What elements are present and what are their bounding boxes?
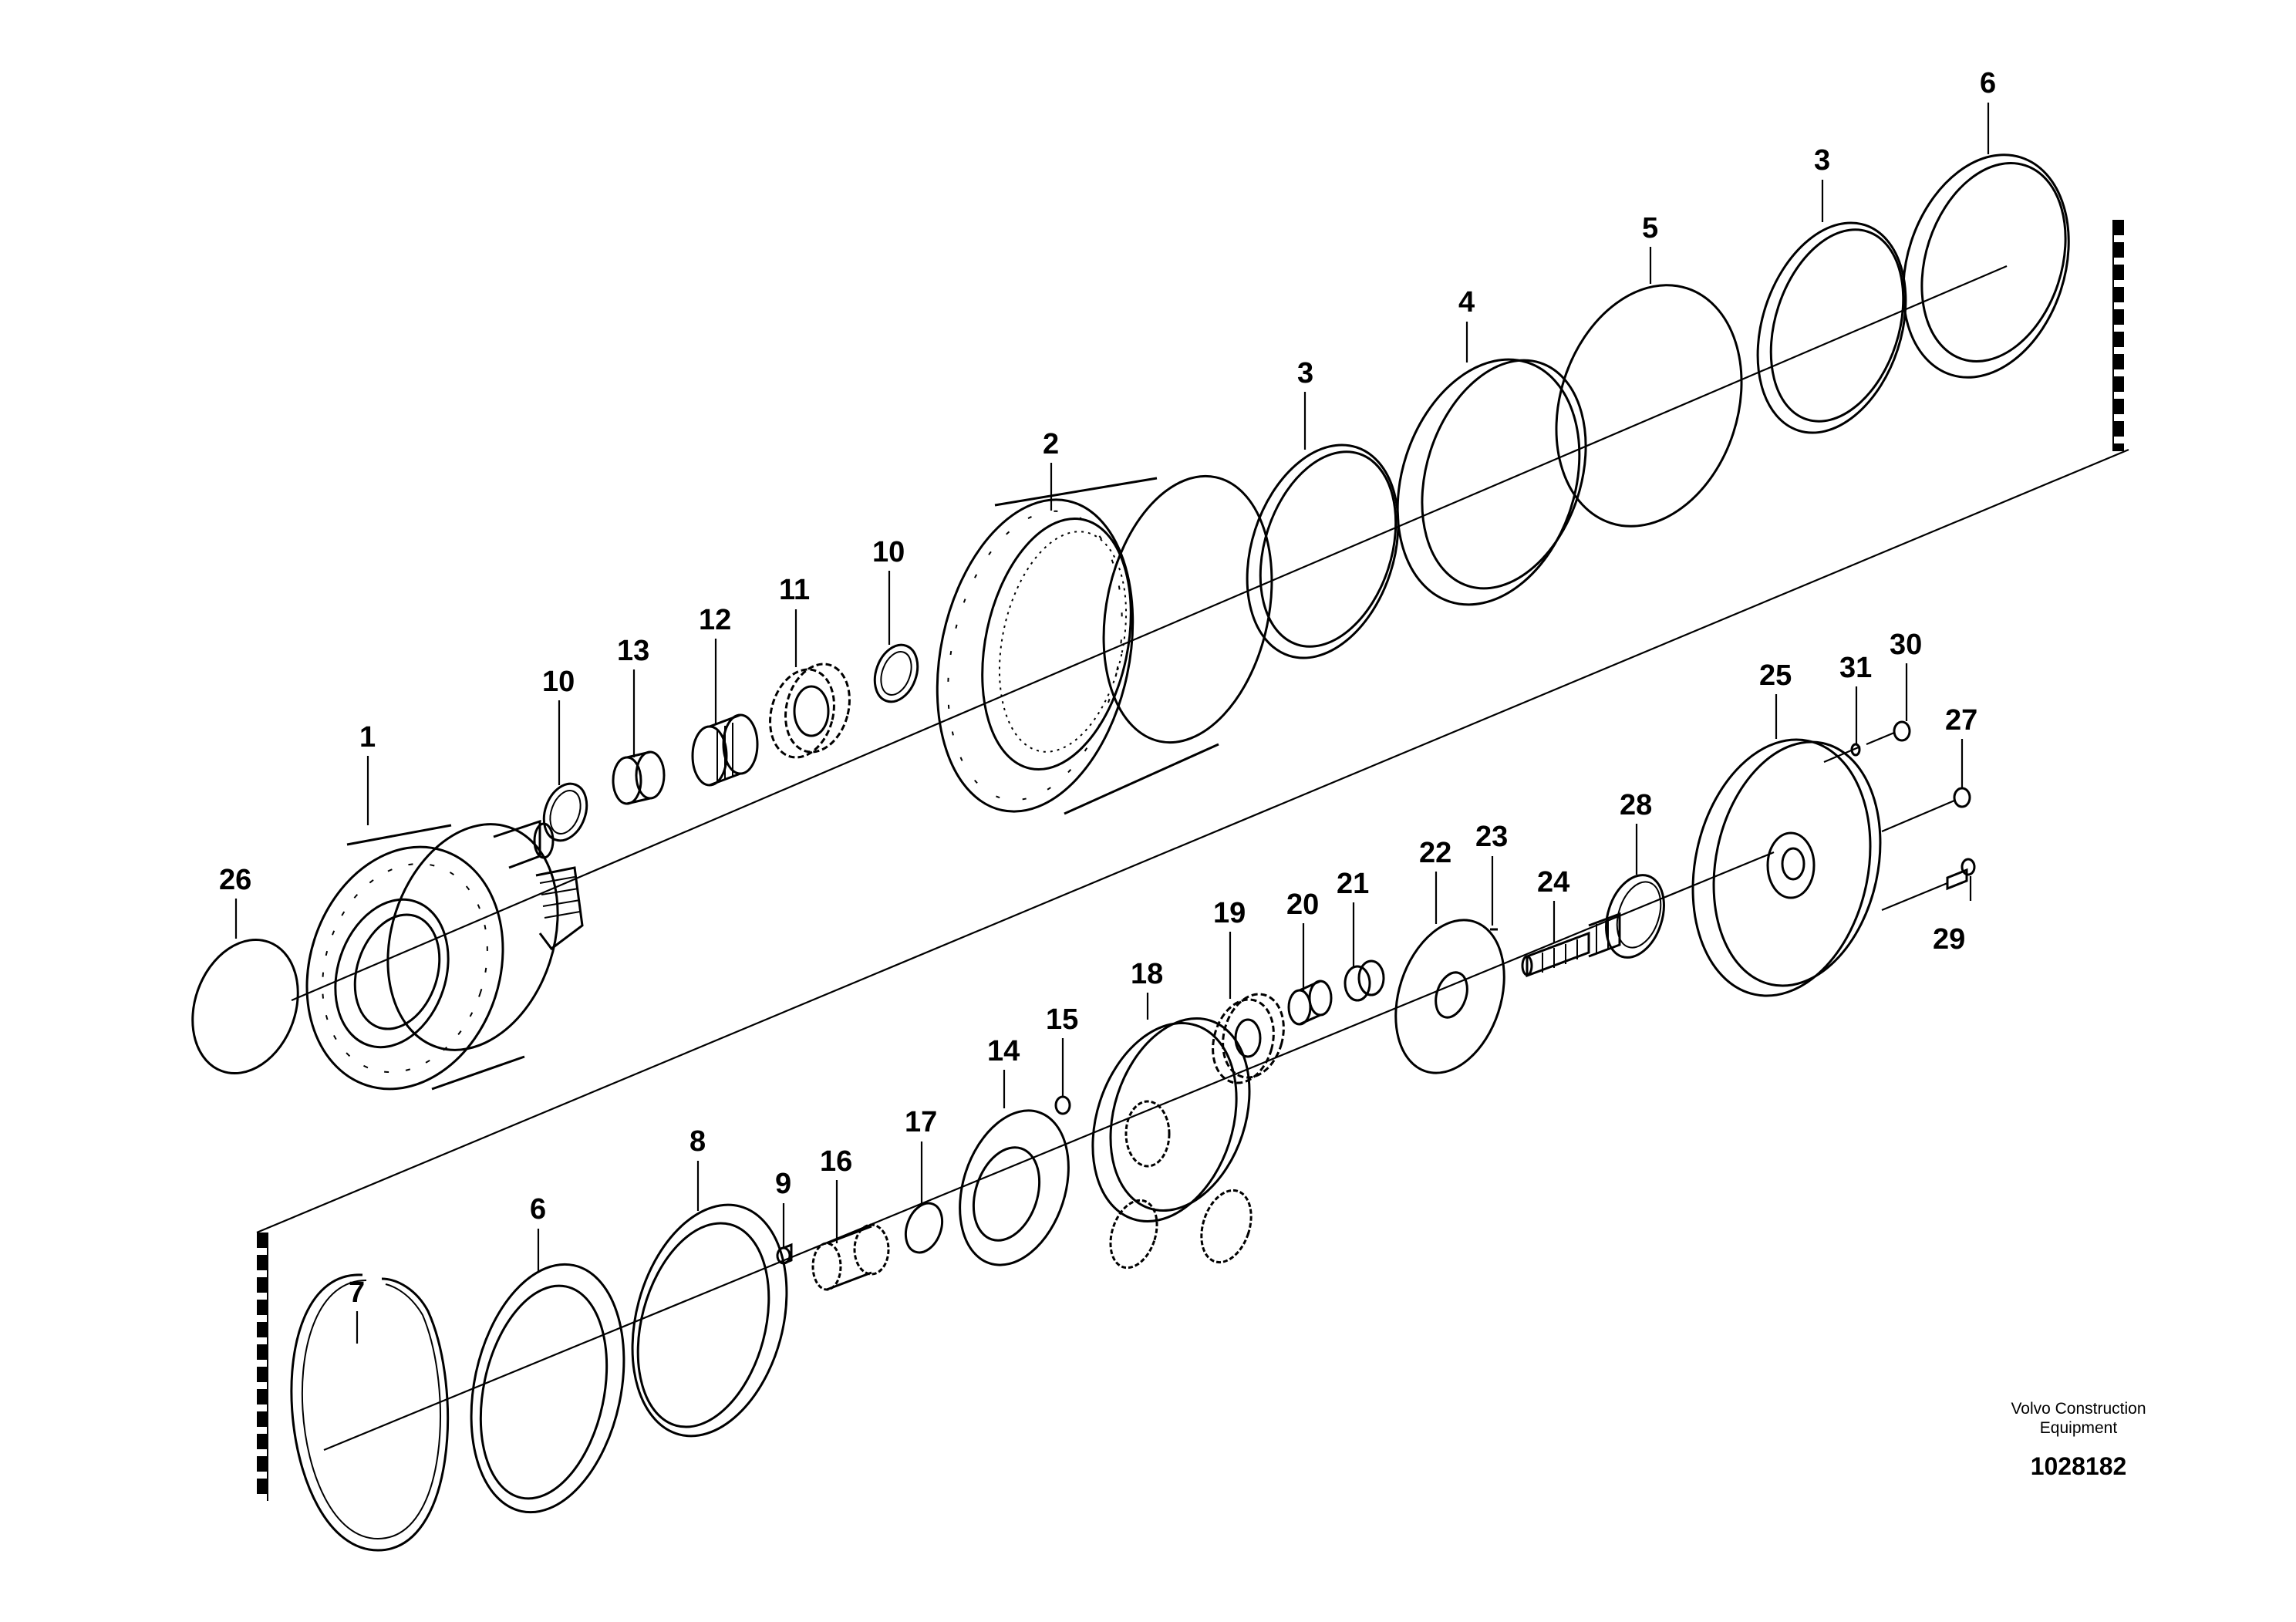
part-13-bushing xyxy=(612,750,666,805)
part-5-o-ring xyxy=(1555,284,1743,528)
callout-19: 19 xyxy=(1213,897,1246,929)
callout-8: 8 xyxy=(689,1125,706,1158)
callout-3b: 3 xyxy=(1814,144,1830,177)
part-11-planet-gear xyxy=(769,663,851,759)
callout-27: 27 xyxy=(1945,704,1977,737)
part-7-retaining-ring xyxy=(290,1273,450,1552)
part-27-plug xyxy=(1953,787,1971,808)
part-8-lock-ring xyxy=(631,1203,788,1438)
part-3-shim-a xyxy=(1246,443,1400,659)
part-12-needle-bearing xyxy=(691,713,759,787)
part-3-shim-b xyxy=(1756,221,1907,434)
brand-line-2: Equipment xyxy=(2040,1419,2118,1437)
part-20-needle-bearing xyxy=(1287,980,1333,1026)
callout-16: 16 xyxy=(820,1145,852,1178)
assembly-axes xyxy=(256,265,2129,1452)
part-24-input-shaft xyxy=(1521,912,1621,978)
brand-line-1: Volvo Construction xyxy=(2011,1400,2146,1418)
callout-23: 23 xyxy=(1475,821,1508,853)
callout-14: 14 xyxy=(987,1035,1020,1067)
callout-2: 2 xyxy=(1043,428,1059,460)
callout-21: 21 xyxy=(1337,868,1369,900)
callout-26: 26 xyxy=(219,864,251,896)
document-number: 1028182 xyxy=(2031,1452,2127,1480)
part-10-snap-ring-a xyxy=(542,782,588,842)
callout-12: 12 xyxy=(699,604,731,636)
part-10-snap-ring-b xyxy=(873,643,919,703)
part-25-cover-plate xyxy=(1691,738,1882,997)
callout-1: 1 xyxy=(359,721,376,754)
part-1-hub-housing xyxy=(305,819,584,1091)
part-28-thrust-washer xyxy=(1605,874,1665,959)
callout-29: 29 xyxy=(1933,923,1965,956)
part-18-planet-carrier xyxy=(1091,1017,1253,1270)
callout-6a: 6 xyxy=(1980,67,1996,99)
callout-24: 24 xyxy=(1537,866,1569,899)
callout-10b: 10 xyxy=(872,536,905,568)
part-30-plug xyxy=(1893,720,1911,742)
callout-30: 30 xyxy=(1890,629,1922,661)
part-16-sun-gear xyxy=(811,1223,890,1291)
part-22-thrust-washer xyxy=(1394,919,1505,1074)
break-marker-left xyxy=(257,1233,268,1501)
callout-labels: 1 2 3 3 4 5 6 6 7 8 9 10 10 11 12 13 14 … xyxy=(219,67,1996,1309)
part-26-o-ring xyxy=(191,938,299,1075)
part-14-thrust-plate xyxy=(959,1109,1070,1266)
part-6-floating-seal-a xyxy=(1902,153,2070,379)
callout-7: 7 xyxy=(349,1276,365,1309)
part-2-ring-gear-housing xyxy=(936,474,1273,815)
callout-9: 9 xyxy=(775,1168,791,1200)
callout-6b: 6 xyxy=(530,1193,546,1226)
callout-28: 28 xyxy=(1620,789,1652,821)
callout-15: 15 xyxy=(1046,1003,1078,1036)
part-29-bolt xyxy=(1946,858,1976,891)
callout-11: 11 xyxy=(779,574,810,606)
callout-25: 25 xyxy=(1759,659,1792,692)
part-21-bushing xyxy=(1344,959,1385,1002)
callout-22: 22 xyxy=(1419,837,1451,869)
part-15-bolt xyxy=(1054,1095,1071,1115)
part-6-floating-seal-b xyxy=(470,1263,625,1514)
callout-10a: 10 xyxy=(542,666,575,698)
callout-4: 4 xyxy=(1458,286,1475,319)
callout-17: 17 xyxy=(905,1106,937,1138)
title-block: Volvo Construction Equipment 1028182 xyxy=(2011,1400,2146,1480)
callout-31: 31 xyxy=(1839,652,1872,684)
callout-18: 18 xyxy=(1131,958,1163,990)
part-19-planet-gear xyxy=(1212,993,1285,1084)
break-marker-right xyxy=(2112,220,2124,451)
part-17-o-ring-small xyxy=(904,1202,944,1254)
callout-5: 5 xyxy=(1642,212,1658,244)
callout-3a: 3 xyxy=(1297,357,1313,389)
leader-lines xyxy=(234,103,1990,1344)
callout-13: 13 xyxy=(617,635,649,667)
part-4-seal-ring xyxy=(1396,358,1587,606)
callout-20: 20 xyxy=(1286,889,1319,921)
